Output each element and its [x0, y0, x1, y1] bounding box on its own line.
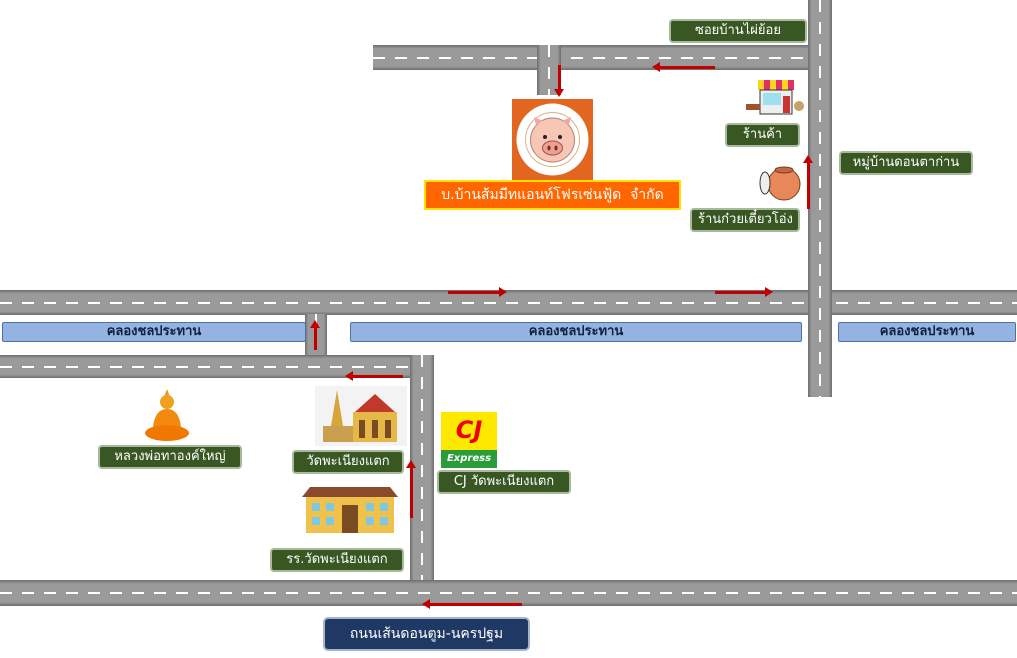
cj-logo-sub: Express [441, 450, 497, 468]
soi-label: ซอยบ้านไผ่ย้อย [669, 19, 807, 43]
cj-logo-text: CJ [455, 416, 483, 444]
noodle-shop-label: ร้านก๋วยเตี๋ยวโอ่ง [690, 208, 800, 232]
buddha-label: หลวงพ่อทาองค์ใหญ่ [98, 445, 242, 469]
arrow-right-icon [448, 287, 507, 297]
road-main-south [0, 580, 1017, 606]
cj-express-logo: CJ Express [441, 412, 497, 468]
arrow-left-icon [422, 599, 522, 609]
road-soi [373, 45, 823, 70]
arrow-left-icon [652, 62, 715, 72]
temple-label: วัดพะเนียงแตก [292, 450, 404, 474]
arrow-right-icon [715, 287, 773, 297]
school-icon [302, 487, 398, 535]
road-village [808, 0, 832, 397]
jar-icon [758, 165, 802, 201]
arrow-up-icon [803, 155, 813, 209]
buddha-icon [143, 387, 191, 443]
temple-icon [315, 386, 407, 446]
company-label: บ.บ้านส้มมีทแอนท์โฟรเซ่นฟู้ด จำกัด [424, 180, 681, 210]
road-stub-company [537, 45, 561, 95]
canal-east: คลองชลประทาน [838, 322, 1016, 342]
company-pig-logo [512, 99, 593, 180]
school-label: รร.วัดพะเนียงแตก [270, 548, 404, 572]
arrow-up-icon [406, 460, 416, 518]
shop-icon [745, 80, 805, 116]
cj-label: CJ วัดพะเนียงแตก [437, 470, 571, 494]
village-label: หมู่บ้านดอนตาก่าน [839, 151, 973, 175]
shop-label: ร้านค้า [725, 123, 800, 147]
arrow-down-icon [554, 65, 564, 97]
main-road-label: ถนนเส้นดอนตูม-นครปฐม [323, 617, 530, 651]
road-lower-west [0, 355, 434, 378]
road-main-north [0, 290, 1017, 315]
arrow-up-icon [310, 320, 320, 350]
arrow-left-icon [345, 371, 403, 381]
canal-west: คลองชลประทาน [2, 322, 306, 342]
canal-center: คลองชลประทาน [350, 322, 802, 342]
road-temple [410, 355, 434, 583]
